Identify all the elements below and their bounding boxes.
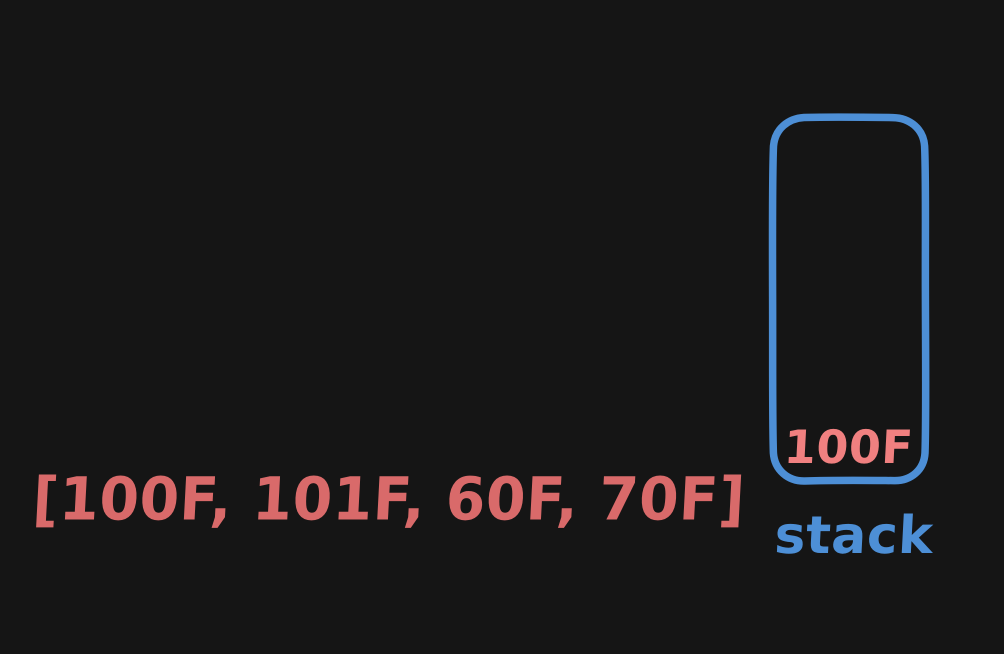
stack-container-outline	[768, 113, 930, 486]
stack-label: stack	[773, 506, 935, 566]
stack-outline-svg	[768, 113, 930, 485]
stack-group: 100F stack	[768, 113, 938, 578]
stack-elements: 100F	[768, 113, 930, 486]
temperature-list-literal: [100F, 101F, 60F, 70F]	[30, 465, 747, 535]
stack-element-top: 100F	[782, 420, 916, 474]
